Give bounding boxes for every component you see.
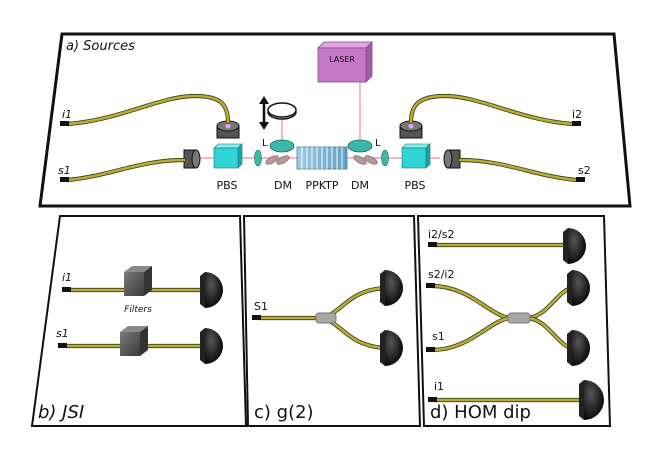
detector-hom-1 bbox=[563, 228, 586, 264]
panel-sources-frame bbox=[38, 32, 632, 208]
detector-jsi-bottom bbox=[200, 328, 223, 364]
coupler-top-right bbox=[399, 120, 423, 139]
g2-coupler bbox=[315, 312, 337, 324]
hom-ferrule-i1 bbox=[428, 397, 437, 402]
filters-label: Filters bbox=[124, 305, 152, 315]
panel-sources-title: a) Sources bbox=[66, 39, 135, 54]
label-s1: s1 bbox=[58, 164, 71, 177]
fibers-hom bbox=[429, 242, 587, 403]
label-i1: i1 bbox=[62, 108, 72, 121]
detector-hom-3 bbox=[567, 330, 590, 366]
g2-ferrule-s1 bbox=[252, 315, 261, 320]
hom-ferrule-i2s2 bbox=[428, 242, 437, 247]
pbs-right bbox=[401, 143, 431, 169]
ferrule-s1 bbox=[60, 177, 69, 182]
pbs-left bbox=[213, 143, 243, 169]
dichroic-mirror-right bbox=[353, 155, 378, 165]
panel-hom-frame bbox=[416, 215, 612, 427]
dichroic-mirror-left bbox=[265, 155, 290, 165]
detector-hom-4 bbox=[579, 380, 604, 420]
panel-hom-title: d) HOM dip bbox=[430, 402, 531, 423]
lens-right-label: L bbox=[375, 138, 381, 149]
ferrule-s2 bbox=[576, 177, 585, 182]
jsi-label-s1: s1 bbox=[56, 327, 69, 340]
g2-label-s1: S1 bbox=[254, 300, 268, 313]
jsi-ferrule-i1 bbox=[62, 287, 71, 292]
pbs-left-label: PBS bbox=[217, 179, 238, 192]
hom-label-i2s2: i2/s2 bbox=[428, 228, 455, 241]
dm-right-label: DM bbox=[351, 179, 369, 192]
detector-g2-bottom bbox=[380, 330, 403, 366]
filter-box-top bbox=[124, 266, 152, 296]
jsi-ferrule-s1 bbox=[58, 343, 67, 348]
detector-hom-2 bbox=[567, 270, 590, 306]
label-i2: i2 bbox=[572, 108, 582, 121]
detector-jsi-top bbox=[200, 272, 223, 308]
ferrule-i1 bbox=[60, 121, 69, 126]
pbs-right-label: PBS bbox=[405, 179, 426, 192]
translation-mirror bbox=[267, 102, 297, 120]
hom-coupler bbox=[507, 312, 531, 324]
hom-label-i1: i1 bbox=[434, 380, 444, 393]
detector-g2-top bbox=[380, 270, 403, 306]
panel-g2-title: c) g(2) bbox=[254, 402, 314, 423]
crystal-label: PPKTP bbox=[306, 179, 339, 192]
panel-jsi-frame bbox=[30, 215, 248, 427]
panel-g2-frame bbox=[242, 215, 422, 427]
coupler-side-left bbox=[183, 149, 201, 169]
hom-label-s2i2: s2/i2 bbox=[428, 268, 455, 281]
hom-ferrule-s1 bbox=[426, 347, 435, 352]
coupler-side-right bbox=[443, 149, 461, 169]
ppktp-crystal bbox=[296, 146, 348, 170]
double-arrow-icon bbox=[259, 96, 269, 130]
hom-ferrule-s2i2 bbox=[426, 283, 435, 288]
panel-jsi-title: b) JSI bbox=[38, 402, 84, 423]
lens-small-right bbox=[381, 149, 389, 167]
fibers-sources bbox=[65, 93, 579, 183]
lens-left-label: L bbox=[262, 138, 268, 149]
hom-label-s1: s1 bbox=[432, 330, 445, 343]
dm-left-label: DM bbox=[274, 179, 292, 192]
lens-right: L bbox=[347, 138, 381, 153]
lens-left: L bbox=[262, 138, 295, 153]
jsi-label-i1: i1 bbox=[62, 271, 72, 284]
laser-box: LASER bbox=[317, 41, 373, 83]
laser-label: LASER bbox=[329, 55, 355, 64]
label-s2: s2 bbox=[578, 164, 591, 177]
lens-small-left bbox=[254, 149, 262, 167]
filter-box-bottom bbox=[120, 326, 148, 356]
ferrule-i2 bbox=[572, 121, 581, 126]
